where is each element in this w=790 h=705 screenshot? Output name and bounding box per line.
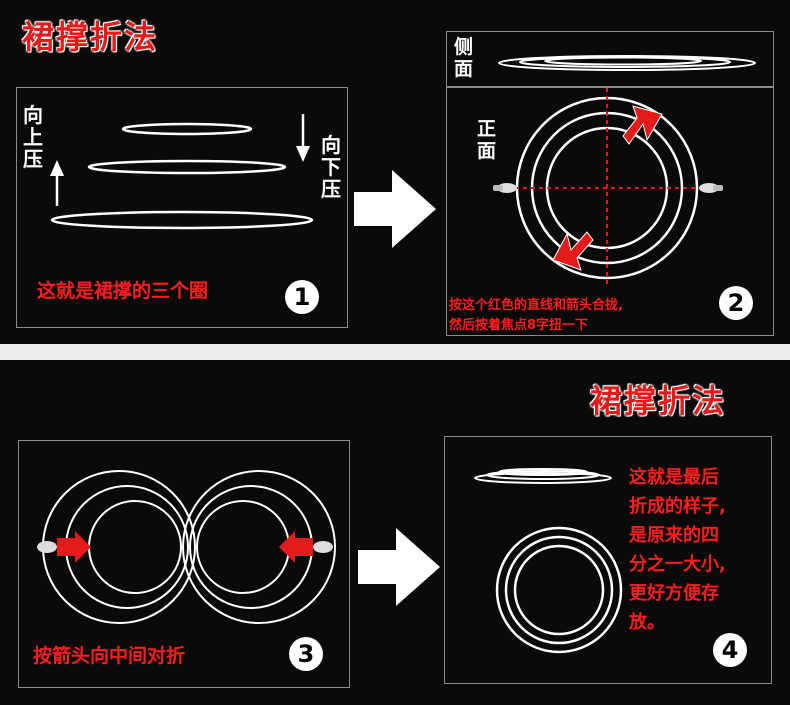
caption-step-1: 这就是裙撑的三个圈: [37, 280, 209, 302]
caption-step-4-line-1: 这就是最后: [629, 467, 719, 488]
folded-rings-front: [495, 526, 623, 654]
red-arrow-right-icon: [279, 531, 313, 563]
step-number-1: 1: [285, 280, 319, 314]
panel-step-2-front: 正面 按这个红色的直线和箭头合拢, 然后按着焦点8字扭一下 2: [446, 87, 774, 336]
title-top: 裙撑折法: [22, 18, 159, 56]
rings-front-view: [493, 88, 723, 288]
three-rings-side-view: [50, 114, 314, 230]
caption-step-2-line-2: 然后按着焦点8字扭一下: [449, 318, 589, 333]
caption-step-3: 按箭头向中间对折: [33, 645, 186, 667]
arrow-down-icon: [296, 114, 310, 162]
rings-fold-view: [37, 470, 336, 624]
caption-step-4-line-6: 放。: [629, 612, 665, 633]
panel-step-1: 向上压 向下压 这就是裙撑的三个圈 1: [16, 87, 348, 328]
arrow-right-icon: [358, 528, 440, 606]
hand-left-icon: [37, 541, 57, 553]
step-number-3: 3: [289, 637, 323, 671]
caption-step-4-line-5: 更好方便存: [629, 583, 719, 604]
step-number-4: 4: [713, 633, 747, 667]
caption-step-2-line-1: 按这个红色的直线和箭头合拢,: [449, 298, 623, 313]
top-section: 裙撑折法 向上压 向下压 这就是裙撑的三个圈 1: [0, 0, 790, 344]
ring-medium: [87, 159, 287, 175]
hand-left-icon: [493, 183, 517, 193]
hand-right-icon: [313, 541, 333, 553]
section-divider: [0, 344, 790, 360]
step-number-2: 2: [719, 286, 753, 320]
folded-rings-side: [474, 468, 612, 484]
arrow-up-icon: [50, 160, 64, 206]
caption-step-4-line-4: 分之一大小,: [629, 554, 726, 575]
caption-step-4: 这就是最后 折成的样子, 是原来的四 分之一大小, 更好方便存 放。: [629, 463, 726, 637]
label-press-up: 向上压: [23, 103, 43, 171]
panel-step-2-side: 侧面: [446, 31, 774, 87]
title-bottom: 裙撑折法: [590, 382, 727, 420]
label-press-down: 向下压: [321, 133, 341, 201]
label-front-view: 正面: [477, 118, 497, 162]
red-arrow-left-icon: [57, 531, 91, 563]
hand-right-icon: [699, 183, 723, 193]
caption-step-4-line-2: 折成的样子,: [629, 496, 726, 517]
bottom-section: 裙撑折法: [0, 360, 790, 705]
label-side-view: 侧面: [454, 36, 474, 80]
folded-rings-view: [474, 468, 623, 654]
ring-large: [50, 210, 314, 230]
caption-step-4-line-3: 是原来的四: [629, 525, 719, 546]
panel-step-4: 这就是最后 折成的样子, 是原来的四 分之一大小, 更好方便存 放。 4: [444, 436, 772, 684]
red-arrow-bottom-icon: [552, 231, 594, 271]
arrow-right-icon: [354, 170, 436, 248]
rings-side-view: [498, 55, 756, 71]
ring-small: [121, 122, 253, 136]
red-arrow-top-icon: [622, 105, 663, 145]
panel-step-3: 按箭头向中间对折 3: [18, 440, 350, 688]
